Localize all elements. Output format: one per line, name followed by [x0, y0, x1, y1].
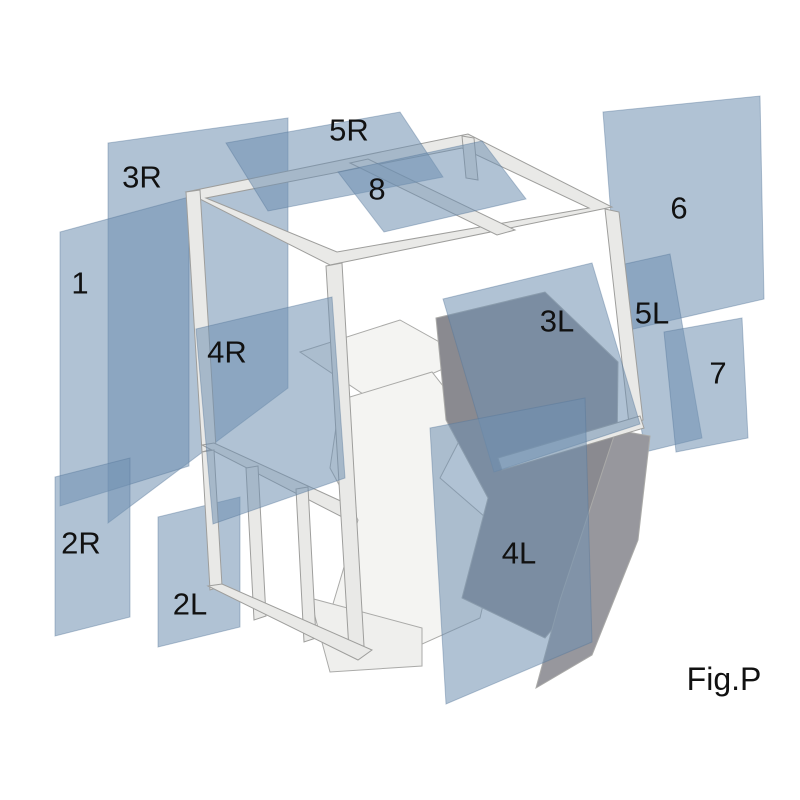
figure-caption: Fig.P	[687, 661, 762, 697]
label-2L: 2L	[173, 587, 207, 622]
label-3L: 3L	[540, 304, 574, 339]
right-c-pillar	[604, 208, 644, 425]
part-labels: 1 2R 2L 3R 3L 4R 4L 5R 5L 6 7 8 Fig.P	[61, 113, 761, 698]
glass-panel-2L	[157, 496, 241, 648]
glass-panel-8	[337, 140, 527, 233]
glass-panel-2R	[54, 457, 131, 637]
label-1: 1	[71, 266, 88, 301]
glass-panel-4R	[195, 296, 346, 525]
glass-panel-7	[663, 317, 749, 453]
glass-panel-4L	[429, 397, 593, 705]
label-2R: 2R	[61, 526, 101, 561]
label-3R: 3R	[122, 160, 162, 195]
label-6: 6	[670, 191, 687, 226]
door-sill	[206, 583, 374, 661]
glass-panel-1	[59, 196, 190, 507]
floor-plate	[309, 597, 423, 673]
label-8: 8	[368, 172, 385, 207]
label-4R: 4R	[207, 335, 247, 370]
label-5L: 5L	[635, 296, 669, 331]
label-5R: 5R	[329, 113, 369, 148]
label-7: 7	[709, 356, 726, 391]
front-glass-panels	[195, 111, 641, 705]
label-4L: 4L	[502, 536, 536, 571]
